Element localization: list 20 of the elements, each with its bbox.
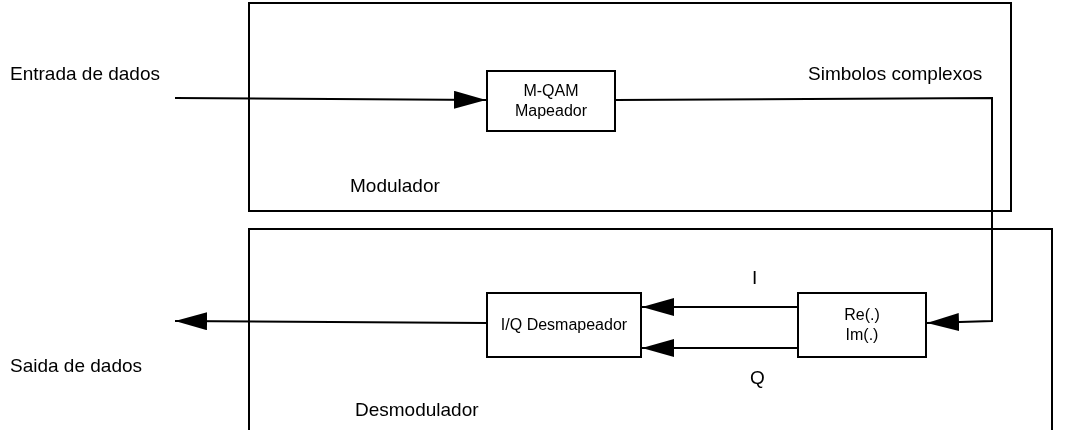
process-box bbox=[486, 70, 616, 132]
arrow bbox=[641, 298, 798, 316]
box-label: Re(.) bbox=[844, 305, 880, 325]
group-box bbox=[248, 2, 1012, 212]
box-label: I/Q Desmapeador bbox=[500, 315, 628, 335]
process-box bbox=[797, 292, 927, 358]
arrow bbox=[174, 90, 487, 109]
edge-label: Q bbox=[748, 368, 767, 387]
arrow bbox=[174, 312, 487, 331]
arrow bbox=[641, 339, 798, 357]
box-label: Im(.) bbox=[845, 325, 879, 345]
edge-label: Saida de dados bbox=[8, 356, 145, 375]
group-box bbox=[248, 228, 1053, 430]
group-label: Modulador bbox=[350, 176, 440, 195]
process-box bbox=[486, 292, 642, 358]
box-label: M-QAM Mapeador bbox=[513, 81, 588, 121]
group-label: Desmodulador bbox=[355, 400, 479, 419]
arrow bbox=[615, 97, 993, 331]
edge-label: Simbolos complexos bbox=[806, 64, 985, 83]
edge-label: Entrada de dados bbox=[8, 64, 162, 83]
